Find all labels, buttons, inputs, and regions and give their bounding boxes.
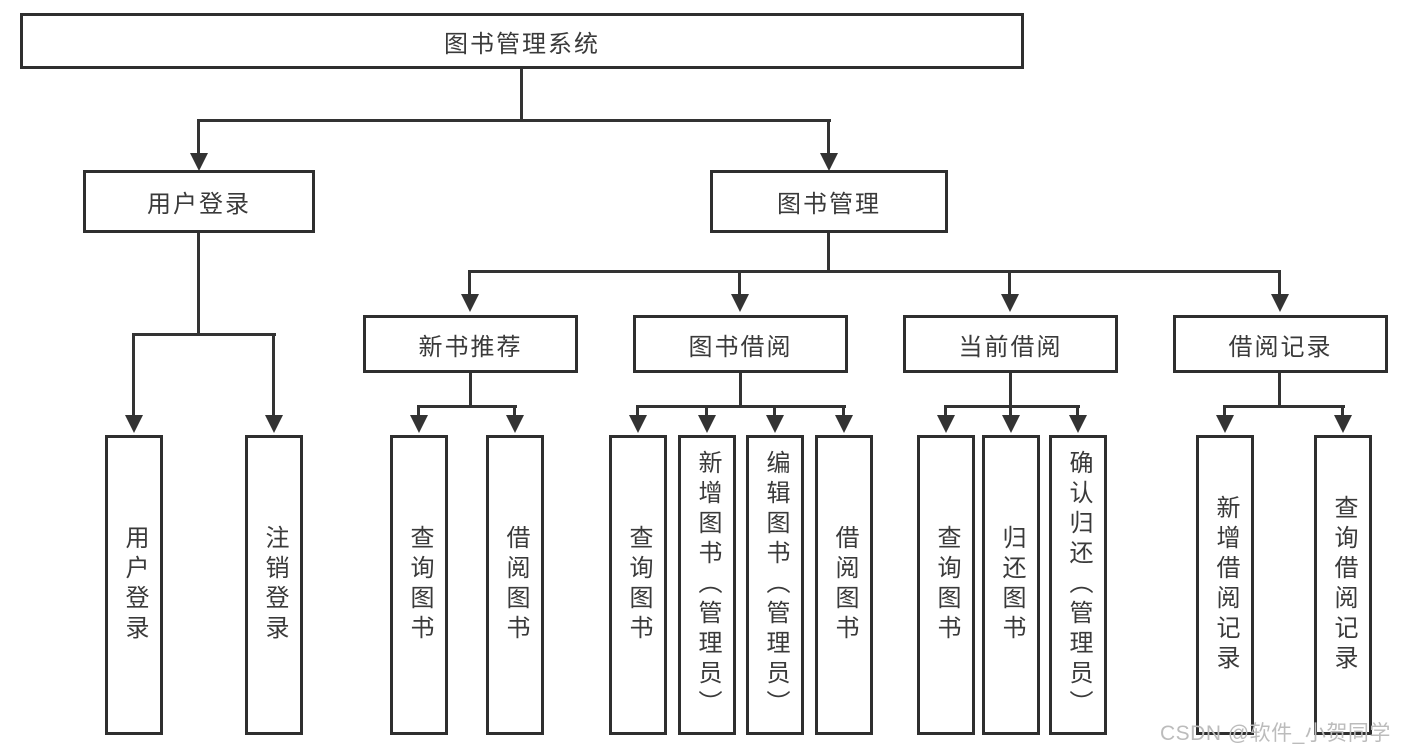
connector-line bbox=[1341, 405, 1344, 416]
connector-line bbox=[1009, 373, 1012, 407]
leaf-borrowing-borrow-books-label: 借阅图书 bbox=[831, 525, 858, 645]
connector-line bbox=[1009, 405, 1012, 416]
connector-line bbox=[469, 373, 472, 407]
node-borrowing-records: 借阅记录 bbox=[1173, 315, 1388, 373]
node-new-book-recommend-label: 新书推荐 bbox=[418, 333, 523, 361]
arrow-down-icon bbox=[1001, 294, 1019, 312]
arrow-down-icon bbox=[629, 415, 647, 433]
connector-line bbox=[739, 373, 742, 407]
leaf-confirm-return-admin: 确认归还（管理员） bbox=[1049, 435, 1107, 735]
node-new-book-recommend: 新书推荐 bbox=[363, 315, 578, 373]
leaf-recommend-query-books: 查询图书 bbox=[390, 435, 448, 735]
arrow-down-icon bbox=[1002, 415, 1020, 433]
arrow-down-icon bbox=[1334, 415, 1352, 433]
connector-line bbox=[944, 405, 1080, 408]
leaf-return-books-label: 归还图书 bbox=[998, 525, 1025, 645]
leaf-logout: 注销登录 bbox=[245, 435, 303, 735]
node-borrowing-records-label: 借阅记录 bbox=[1228, 333, 1333, 361]
leaf-add-borrow-record: 新增借阅记录 bbox=[1196, 435, 1254, 735]
leaf-recommend-query-books-label: 查询图书 bbox=[406, 525, 433, 645]
connector-line bbox=[1278, 270, 1281, 296]
connector-line bbox=[133, 333, 276, 336]
arrow-down-icon bbox=[835, 415, 853, 433]
connector-line bbox=[469, 270, 1281, 273]
leaf-add-books-admin-label: 新增图书（管理员） bbox=[694, 450, 721, 720]
connector-line bbox=[636, 405, 639, 416]
leaf-edit-books-admin: 编辑图书（管理员） bbox=[746, 435, 804, 735]
leaf-user-login-label: 用户登录 bbox=[121, 525, 148, 645]
connector-line bbox=[636, 405, 846, 408]
leaf-query-borrow-record: 查询借阅记录 bbox=[1314, 435, 1372, 735]
connector-line bbox=[417, 405, 420, 416]
arrow-down-icon bbox=[1216, 415, 1234, 433]
connector-line bbox=[197, 233, 200, 335]
node-root: 图书管理系统 bbox=[20, 13, 1024, 69]
connector-line bbox=[827, 119, 830, 155]
leaf-borrowing-query-books: 查询图书 bbox=[609, 435, 667, 735]
leaf-logout-label: 注销登录 bbox=[261, 525, 288, 645]
leaf-user-login: 用户登录 bbox=[105, 435, 163, 735]
arrow-down-icon bbox=[698, 415, 716, 433]
connector-line bbox=[1008, 270, 1011, 296]
connector-line bbox=[520, 69, 523, 121]
csdn-watermark: CSDN @软件_小贺同学 bbox=[1160, 722, 1391, 745]
connector-line bbox=[1278, 373, 1281, 407]
leaf-edit-books-admin-label: 编辑图书（管理员） bbox=[762, 450, 789, 720]
arrow-down-icon bbox=[1271, 294, 1289, 312]
arrow-down-icon bbox=[190, 153, 208, 171]
arrow-down-icon bbox=[731, 294, 749, 312]
leaf-confirm-return-admin-label: 确认归还（管理员） bbox=[1065, 450, 1092, 720]
connector-line bbox=[738, 270, 741, 296]
node-book-borrowing: 图书借阅 bbox=[633, 315, 848, 373]
node-current-borrowing-label: 当前借阅 bbox=[958, 333, 1063, 361]
arrow-down-icon bbox=[766, 415, 784, 433]
node-current-borrowing: 当前借阅 bbox=[903, 315, 1118, 373]
arrow-down-icon bbox=[410, 415, 428, 433]
leaf-recommend-borrow-books: 借阅图书 bbox=[486, 435, 544, 735]
node-root-label: 图书管理系统 bbox=[444, 30, 600, 58]
node-user-login-label: 用户登录 bbox=[147, 191, 251, 218]
node-user-login: 用户登录 bbox=[83, 170, 315, 233]
arrow-down-icon bbox=[937, 415, 955, 433]
connector-line bbox=[513, 405, 516, 416]
connector-line bbox=[468, 270, 471, 296]
arrow-down-icon bbox=[820, 153, 838, 171]
connector-line bbox=[773, 405, 776, 416]
connector-line bbox=[944, 405, 947, 416]
connector-line bbox=[132, 333, 135, 417]
leaf-current-query-books-label: 查询图书 bbox=[933, 525, 960, 645]
leaf-return-books: 归还图书 bbox=[982, 435, 1040, 735]
arrow-down-icon bbox=[461, 294, 479, 312]
connector-line bbox=[1076, 405, 1079, 416]
connector-line bbox=[197, 119, 200, 155]
connector-line bbox=[705, 405, 708, 416]
node-book-management: 图书管理 bbox=[710, 170, 948, 233]
leaf-borrowing-query-books-label: 查询图书 bbox=[625, 525, 652, 645]
leaf-borrowing-borrow-books: 借阅图书 bbox=[815, 435, 873, 735]
connector-line bbox=[827, 233, 830, 272]
arrow-down-icon bbox=[1069, 415, 1087, 433]
connector-line bbox=[1223, 405, 1345, 408]
connector-line bbox=[1223, 405, 1226, 416]
leaf-current-query-books: 查询图书 bbox=[917, 435, 975, 735]
connector-line bbox=[842, 405, 845, 416]
leaf-recommend-borrow-books-label: 借阅图书 bbox=[502, 525, 529, 645]
connector-line bbox=[197, 119, 831, 122]
arrow-down-icon bbox=[506, 415, 524, 433]
connector-line bbox=[272, 333, 275, 417]
node-book-borrowing-label: 图书借阅 bbox=[688, 333, 793, 361]
arrow-down-icon bbox=[265, 415, 283, 433]
node-book-management-label: 图书管理 bbox=[777, 191, 881, 218]
leaf-query-borrow-record-label: 查询借阅记录 bbox=[1330, 495, 1357, 675]
leaf-add-books-admin: 新增图书（管理员） bbox=[678, 435, 736, 735]
connector-line bbox=[417, 405, 517, 408]
arrow-down-icon bbox=[125, 415, 143, 433]
leaf-add-borrow-record-label: 新增借阅记录 bbox=[1212, 495, 1239, 675]
